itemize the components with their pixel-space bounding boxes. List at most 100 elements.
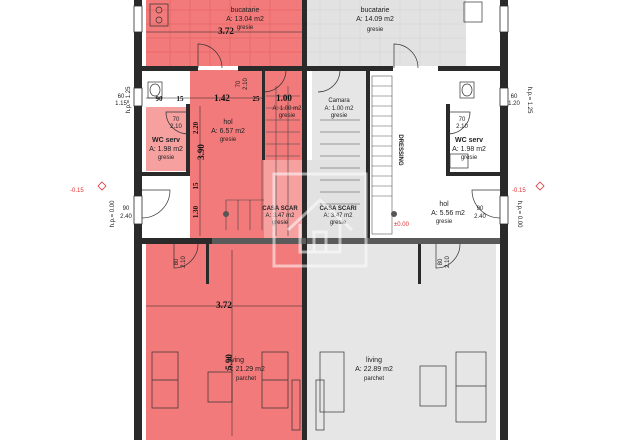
wc-door-left-top: 70 xyxy=(173,117,180,123)
kitchen-right-name: bucatarie xyxy=(361,7,390,14)
window-left-top xyxy=(133,87,143,107)
door-kitchen-left xyxy=(197,43,223,69)
dim-220: 2.20 xyxy=(192,121,200,134)
level-left-mid-icon xyxy=(223,211,229,217)
table-right xyxy=(419,365,447,407)
door-storage xyxy=(263,69,287,93)
kitchen-right-area: A: 14.09 m2 xyxy=(356,16,394,23)
wc-left-fill xyxy=(146,107,186,171)
windows xyxy=(133,5,509,225)
w-left-mid-top: 90 xyxy=(123,206,130,212)
party-wall xyxy=(302,0,307,440)
doors xyxy=(141,43,501,269)
stairs-right xyxy=(371,75,393,235)
dim-25: 25 xyxy=(253,95,261,103)
stair-right-fill xyxy=(306,160,370,238)
stove-left xyxy=(149,3,169,27)
door-living-left-top: 80 xyxy=(174,258,180,265)
tv-unit-left xyxy=(291,379,301,431)
hall-partition xyxy=(262,70,265,160)
level-mid-icon xyxy=(391,211,397,217)
w-right-mid-bottom: 2.40 xyxy=(474,214,486,220)
pantry-name: Camara xyxy=(328,98,350,104)
wc-right-bottom xyxy=(450,172,500,176)
w-right-mid-top: 90 xyxy=(477,206,484,212)
hall-right-floor: gresie xyxy=(436,219,453,225)
living-right-floor: parchet xyxy=(364,376,384,382)
wc-right-floor: gresie xyxy=(461,155,478,161)
dim-kitchen-width: 3.72 xyxy=(218,26,234,36)
dim-15: 15 xyxy=(177,95,185,103)
furniture xyxy=(147,1,487,431)
storage-mid-fill xyxy=(264,70,302,160)
divider-wall-right xyxy=(307,238,500,244)
kitchen-left-name: bucatarie xyxy=(231,7,260,14)
dim-living-width: 3.72 xyxy=(216,300,232,310)
watermark-house-icon xyxy=(272,172,368,268)
sink-right xyxy=(463,1,483,23)
w-right-top-bottom: 1.20 xyxy=(508,101,520,107)
living-left-floor: parchet xyxy=(236,376,256,382)
hall-left-floor: gresie xyxy=(220,137,237,143)
wc-left-name: WC serv xyxy=(152,137,180,144)
level-right-marker-icon xyxy=(535,181,545,191)
hall-right-wall xyxy=(418,244,421,284)
tile-grid-left xyxy=(146,0,302,66)
opening-labels: 60 1.15 h.p.= 1.25 60 1.20 h.p.= 1.25 90… xyxy=(110,78,532,268)
kitchen-right-floor: gresie xyxy=(367,27,384,33)
kitchen-left-floor: gresie xyxy=(237,25,254,31)
dim-142: 1.42 xyxy=(214,93,230,103)
stair-right-floor: gresie xyxy=(330,220,347,226)
wc-door-right-top: 70 xyxy=(459,117,466,123)
kitchen-left-area: A: 13.04 m2 xyxy=(226,16,264,23)
divider-wall-mid xyxy=(212,238,306,244)
w-left-top-hp: h.p.= 1.25 xyxy=(126,86,132,114)
living-left-name: living xyxy=(228,357,244,364)
tile-grid xyxy=(306,0,466,66)
storage-mid-floor: gresie xyxy=(279,113,296,119)
level-left: -0.15 xyxy=(70,188,84,194)
kitchen-wall-right xyxy=(307,66,393,71)
stair-left-name: CASA SCAR xyxy=(262,206,298,212)
wc-left-wall xyxy=(186,104,190,176)
door-wc-right xyxy=(447,111,471,135)
dim-15b: 15 xyxy=(192,182,200,190)
kitchen-left-fill xyxy=(146,0,302,66)
stair-left-floor: gresie xyxy=(272,220,289,226)
dimension-labels: 3.72 3.72 90 15 1.42 25 1.00 2.20 3.90 1… xyxy=(156,26,293,370)
stair-right-name: CASA SCARI xyxy=(319,206,356,212)
sofa-right-2 xyxy=(319,351,345,413)
w-left-top-top: 60 xyxy=(118,94,125,100)
door-living-right-top: 80 xyxy=(438,258,444,265)
hall-right-name: hol xyxy=(439,201,449,208)
kitchen-right-fill xyxy=(306,0,466,66)
kitchen-wall-left xyxy=(142,66,198,71)
kitchen-wall-right-2 xyxy=(438,66,500,71)
w-left-mid-bottom: 2.40 xyxy=(120,214,132,220)
wc-right-name: WC serv xyxy=(455,137,483,144)
living-right-name: living xyxy=(366,357,382,364)
door-entrance-left xyxy=(141,189,171,219)
stairs-left xyxy=(225,86,360,236)
dim-390: 3.90 xyxy=(196,144,206,160)
dressing-name: DRESSING xyxy=(397,134,403,166)
window-left-kitchen xyxy=(133,5,143,33)
divider-wall-left xyxy=(142,238,212,244)
wc-left-bottom xyxy=(142,172,190,176)
door-kitchen-right xyxy=(393,43,419,69)
living-left-fill xyxy=(146,244,306,440)
w-left-top-bottom: 1.15 xyxy=(115,101,127,107)
pantry-floor: gresie xyxy=(331,113,348,119)
wc-left-area: A: 1.98 m2 xyxy=(149,146,183,153)
hall-left-area: A: 6.57 m2 xyxy=(211,128,245,135)
sink-wc-right xyxy=(449,153,469,169)
level-markers: -0.15 -0.15 ±0.00 xyxy=(70,181,545,228)
hall-right-area: A: 5.56 m2 xyxy=(431,210,465,217)
wc-door-right-bottom: 2.10 xyxy=(456,124,468,130)
storage-mid-area: A: 1.00 m2 xyxy=(272,106,302,112)
wc-door-left-bottom: 2.10 xyxy=(170,124,182,130)
level-right: -0.15 xyxy=(512,188,526,194)
stair-left-fill xyxy=(264,160,302,238)
wc-right-wall xyxy=(446,104,450,176)
wc-right-area: A: 1.98 m2 xyxy=(452,146,486,153)
